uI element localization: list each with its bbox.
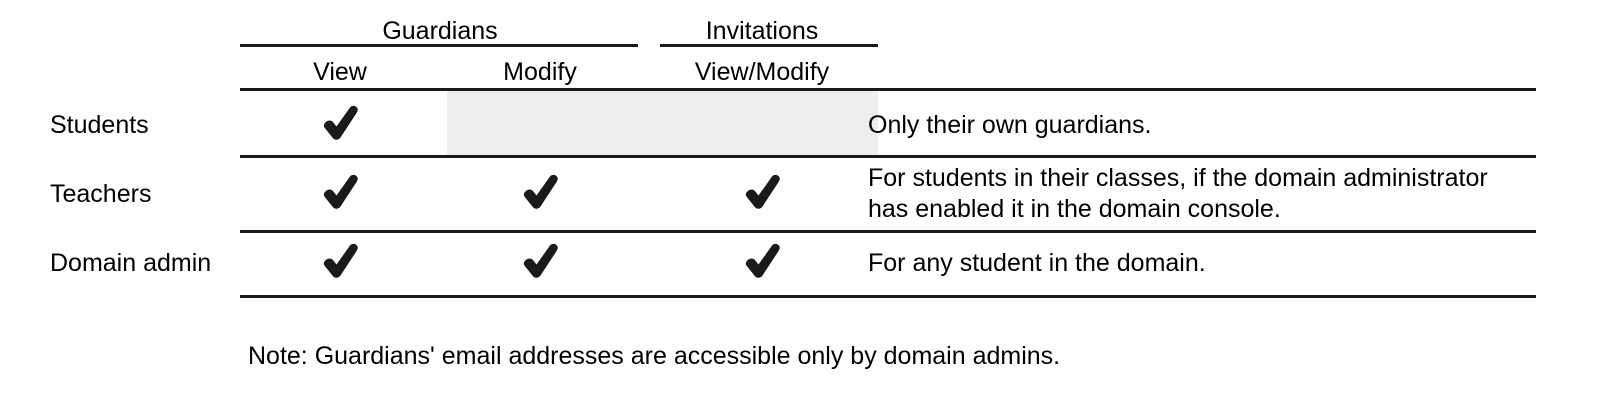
column-header-guardians-modify: Modify [503,58,577,86]
table-rule-after-students [240,155,1536,158]
column-header-guardians-view: View [313,58,367,86]
heavy-check-mark-icon [519,172,561,214]
group-header-invitations: Invitations [705,17,819,45]
group-header-rule-guardians [240,44,638,47]
group-header-guardians: Guardians [382,17,498,45]
row-label-teachers: Teachers [50,180,152,208]
group-header-rule-invitations [660,44,878,47]
heavy-check-mark-icon [741,172,783,214]
row-label-students: Students [50,111,149,139]
heavy-check-mark-icon [319,103,361,145]
column-header-invitations-viewmodify: View/Modify [694,58,830,86]
table-rule-bottom [240,295,1536,298]
row-label-domain-admin: Domain admin [50,249,212,277]
table-rule-after-teachers [240,230,1536,233]
row-description-teachers: For students in their classes, if the do… [868,164,1488,223]
heavy-check-mark-icon [741,241,783,283]
shaded-cell-students-guardians-modify [447,91,878,155]
heavy-check-mark-icon [519,241,561,283]
row-description-domain-admin: For any student in the domain. [868,249,1206,277]
heavy-check-mark-icon [319,172,361,214]
table-rule-top [240,88,1536,91]
row-description-students: Only their own guardians. [868,111,1152,139]
footnote-text: Note: Guardians' email addresses are acc… [248,342,1061,370]
heavy-check-mark-icon [319,241,361,283]
